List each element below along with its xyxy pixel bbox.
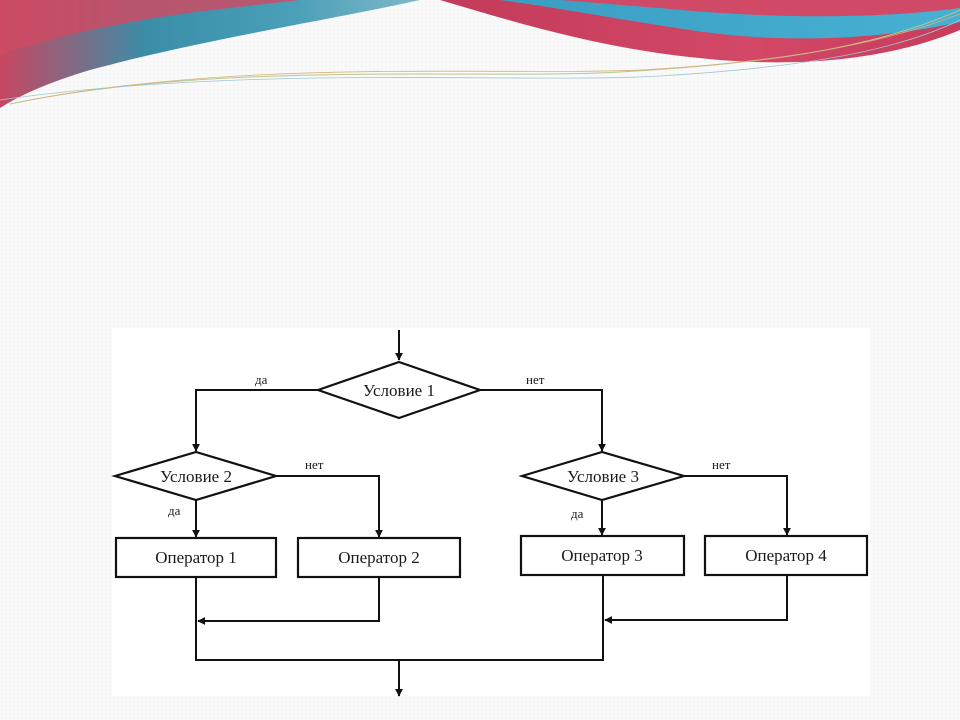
c1-yes-label: да [255,372,268,387]
header-wave-decoration [0,0,960,108]
condition-1-diamond [314,360,484,420]
c2-no-label: нет [305,457,324,472]
operator-3-label: Оператор 3 [561,546,642,565]
c1-no-line [480,389,606,452]
op4-merge-line [604,576,788,624]
op2-merge-line [197,578,380,625]
c3-yes-label: да [571,506,584,521]
operator-1-box [114,536,278,579]
c2-yes-label: да [168,503,181,518]
c3-no-line [684,475,791,536]
condition-1-label: Условие 1 [363,381,435,400]
c1-no-label: нет [526,372,545,387]
c1-yes-line [192,389,318,452]
operator-3-box [519,534,686,577]
operator-4-label: Оператор 4 [745,546,827,565]
condition-2-diamond [111,450,280,502]
condition-3-diamond [518,450,688,502]
operator-4-box [703,534,869,577]
operator-2-box [296,536,462,579]
c2-no-line [276,475,383,538]
condition-2-label: Условие 2 [160,467,232,486]
c3-no-label: нет [712,457,731,472]
condition-3-label: Условие 3 [567,467,639,486]
final-merge-line [195,576,604,661]
operator-2-label: Оператор 2 [338,548,419,567]
operator-1-label: Оператор 1 [155,548,236,567]
